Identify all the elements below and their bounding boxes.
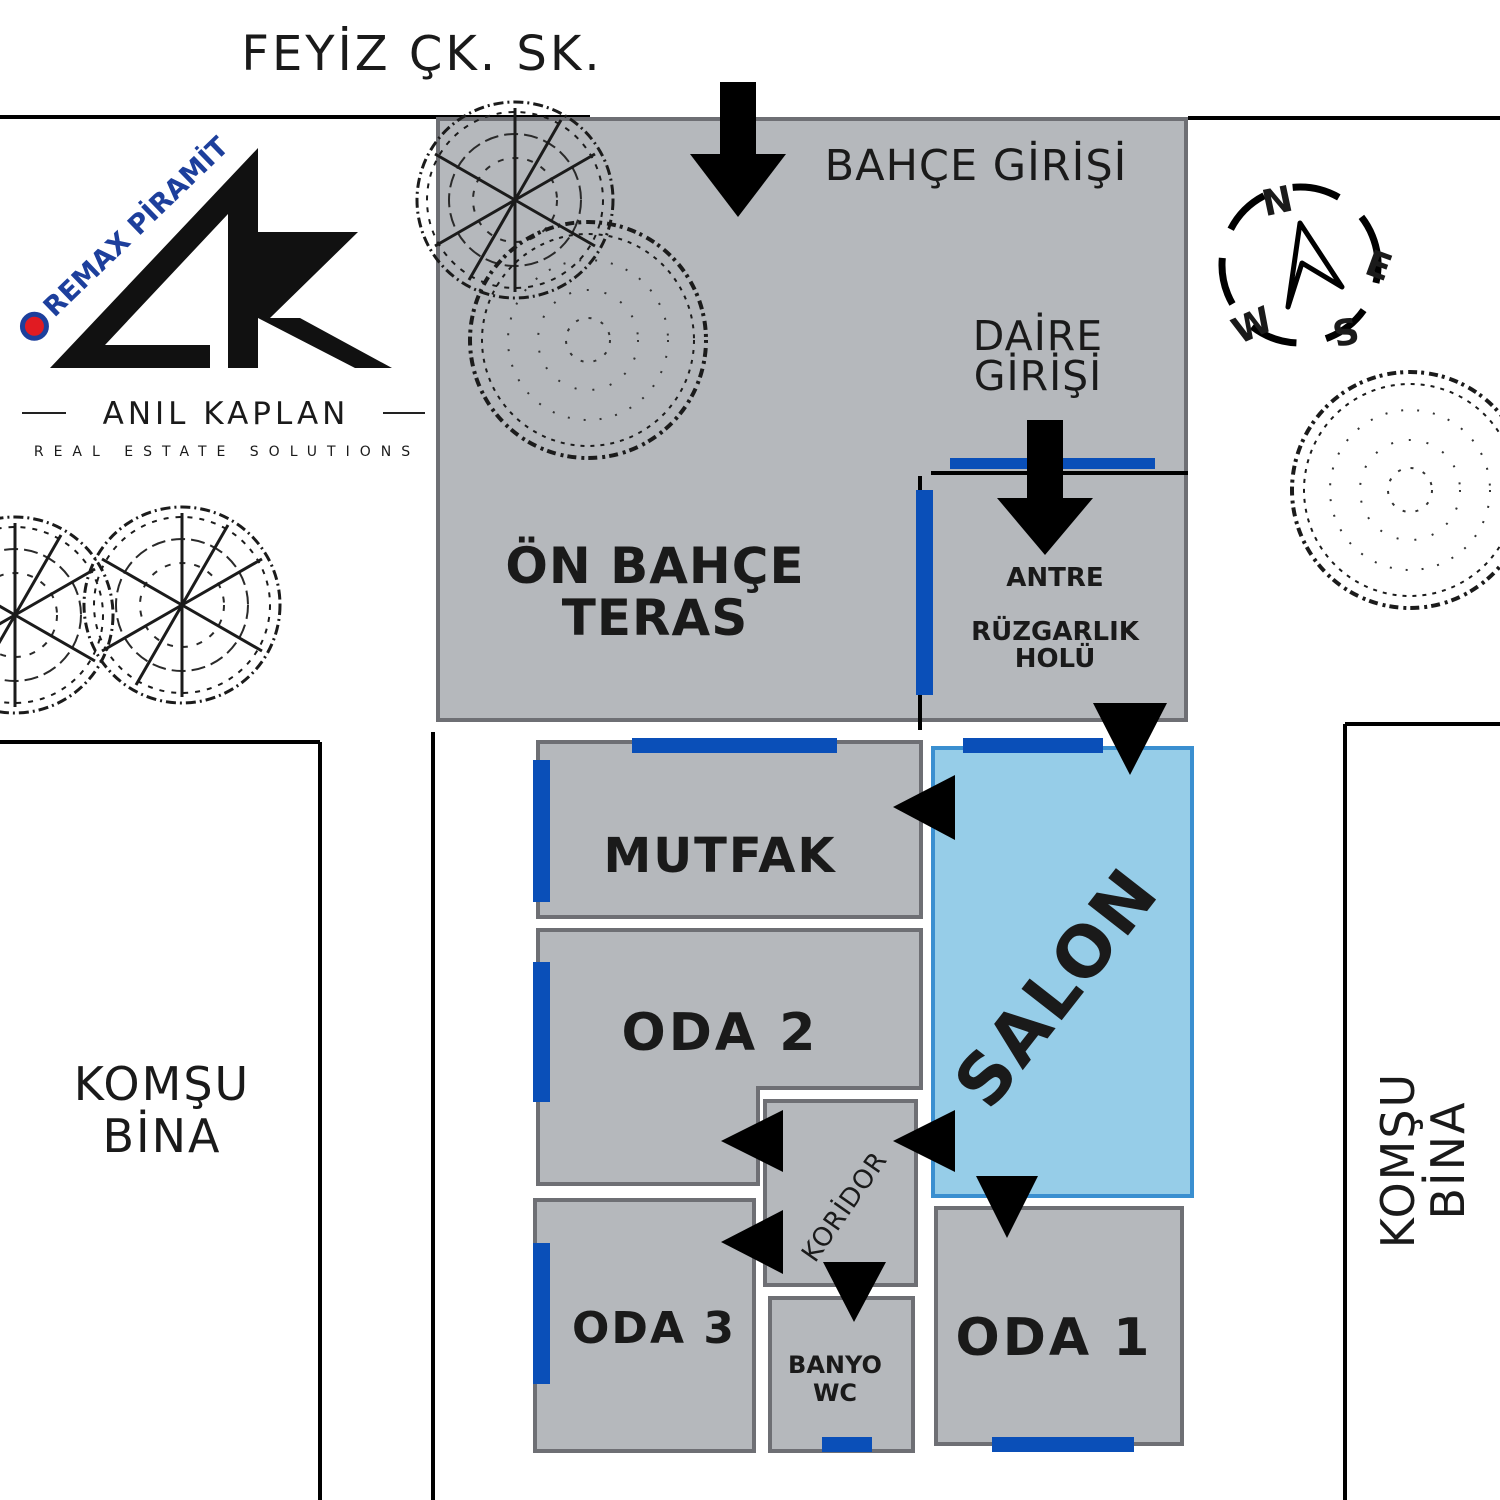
room1-label: ODA 1: [956, 1308, 1153, 1368]
arrow-to-room2: [721, 1110, 783, 1172]
tree-left-partial: [0, 515, 115, 715]
front-garden-terrace-area: [436, 117, 1188, 722]
agent-tagline: REAL ESTATE SOLUTIONS: [34, 444, 420, 460]
entry-label: ANTRE: [1006, 563, 1103, 593]
balloon-icon: [19, 311, 49, 341]
salon-area: [931, 746, 1194, 1198]
flat-entrance-arrow: [997, 420, 1093, 555]
room3-label: ODA 3: [572, 1303, 736, 1354]
arrow-to-corridor: [893, 1110, 955, 1172]
room3-area: [533, 1198, 756, 1453]
compass-w: W: [1226, 299, 1279, 353]
garden-entrance-label: BAHÇE GİRİŞİ: [825, 140, 1128, 191]
compass: N E S W: [1218, 179, 1397, 356]
neighbor-left-label-1: KOMŞU: [74, 1057, 250, 1111]
window-room2-left: [533, 962, 550, 1102]
compass-n: N: [1258, 179, 1296, 225]
arrow-to-kitchen: [893, 775, 955, 840]
kitchen-area: [536, 740, 923, 919]
arrow-to-room3: [721, 1210, 783, 1274]
compass-needle-icon: [1285, 220, 1345, 310]
street-name: FEYİZ ÇK. SK.: [241, 26, 602, 82]
agent-name: ANIL KAPLAN: [103, 396, 350, 432]
brand-logo: REMAX PİRAMİT ANIL KAPLAN REAL ESTATE SO…: [19, 130, 425, 460]
bath-label-1: BANYO: [788, 1351, 882, 1379]
window-salon-top: [963, 738, 1103, 753]
wind-hall-label-1: RÜZGARLIK: [971, 614, 1140, 647]
window-kitchen-left: [533, 760, 550, 902]
window-room1-bottom: [992, 1437, 1134, 1452]
window-entry-left: [916, 490, 933, 695]
window-room3-left: [533, 1243, 550, 1384]
neighbor-left-label-2: BİNA: [102, 1109, 221, 1163]
neighbor-right-label-2: BİNA: [1421, 1100, 1475, 1219]
room2-area: [536, 928, 923, 1186]
ak-monogram-icon: [50, 148, 392, 368]
wind-hall-label-2: HOLÜ: [1015, 641, 1096, 674]
boundary-lines: [0, 115, 1500, 1500]
window-bath-bottom: [822, 1437, 872, 1452]
arrow-to-salon: [1093, 703, 1167, 775]
neighbor-right-label-1: KOMŞU: [1371, 1072, 1425, 1248]
front-garden-label-2: TERAS: [562, 589, 748, 647]
front-garden-label-1: ÖN BAHÇE: [505, 536, 804, 595]
window-kitchen-top: [632, 738, 837, 753]
room1-area: [934, 1206, 1184, 1446]
arrow-to-room1: [976, 1176, 1038, 1238]
garden-entrance-arrow: [690, 82, 786, 217]
arrow-to-bathroom: [823, 1262, 886, 1322]
rooms: [436, 117, 1188, 1453]
room2-label: ODA 2: [622, 1003, 819, 1063]
flat-entrance-label-2: GİRİŞİ: [974, 352, 1103, 400]
bath-label-2: WC: [813, 1379, 857, 1407]
arrows: [690, 82, 1167, 1322]
corridor-area: [763, 1099, 918, 1287]
tree-right-bush: [1290, 370, 1500, 610]
flat-entrance-label-1: DAİRE: [973, 312, 1103, 360]
kitchen-label: MUTFAK: [603, 828, 836, 884]
compass-e: E: [1360, 243, 1397, 290]
bathroom-area: [768, 1296, 915, 1453]
